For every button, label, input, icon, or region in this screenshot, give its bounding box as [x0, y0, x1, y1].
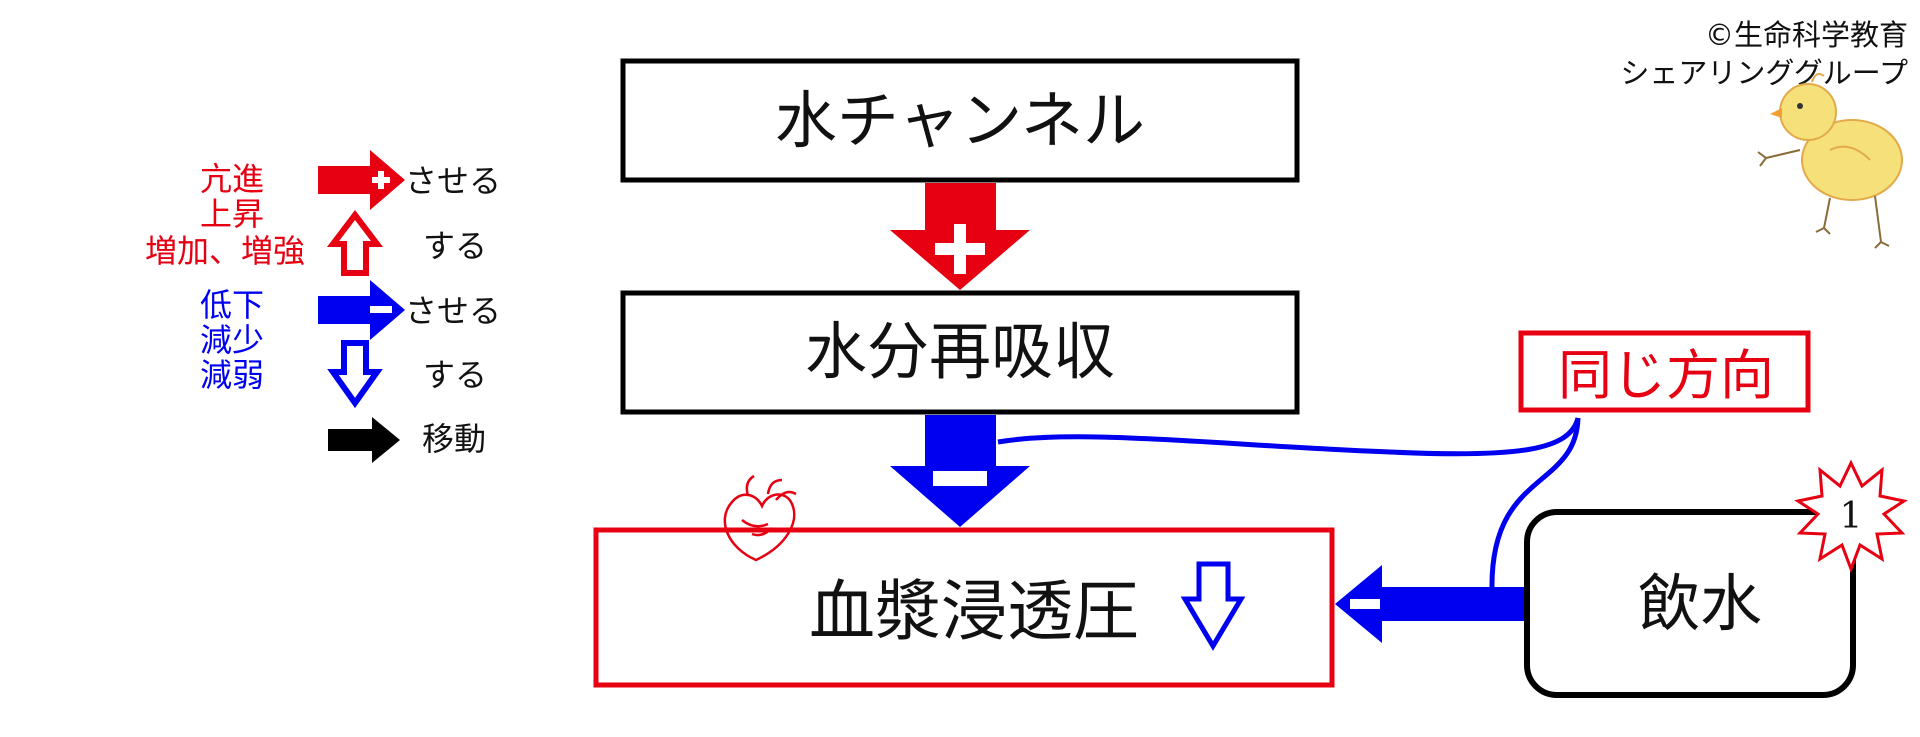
legend-move-text: 移動	[422, 420, 486, 458]
copyright-line1: ©生命科学教育	[1705, 18, 1908, 52]
same-direction-connector-bottom	[1489, 417, 1581, 591]
legend-suppress-arrow	[318, 280, 405, 340]
drinking-water-arrow	[1335, 565, 1530, 643]
copyright-line2: シェアリンググループ	[1620, 56, 1908, 90]
same-direction-label: 同じ方向	[1558, 344, 1774, 407]
badge-number: 1	[1840, 496, 1863, 537]
legend-promote-arrow-text: させる	[405, 162, 501, 200]
same-direction-connector-top	[997, 417, 1581, 457]
legend-promote-label-2: 上昇	[200, 195, 264, 233]
legend-promote-label-3: 増加、増強	[145, 232, 305, 270]
legend-move-arrow	[328, 417, 400, 463]
up-arrow-icon	[326, 210, 384, 276]
legend-down-arrow-text: する	[423, 356, 487, 394]
water-channel-box	[620, 58, 1300, 183]
legend-suppress-label-2: 減少	[200, 321, 264, 359]
plasma-osmotic-pressure-label: 血漿浸透圧	[809, 573, 1139, 650]
water-reabsorption-box	[620, 290, 1300, 415]
drinking-water-label: 飲水	[1638, 567, 1762, 640]
promote-arrow-down	[890, 183, 1030, 290]
minus-icon	[933, 471, 987, 486]
legend-suppress-label-3: 減弱	[200, 356, 264, 394]
minus-icon	[1350, 599, 1380, 609]
legend: 亢進 上昇 増加、増強 させる する 低下 減少 減弱 させる する 移動	[145, 150, 501, 463]
legend-promote-arrow	[318, 150, 405, 210]
chick-icon	[1757, 73, 1903, 249]
drinking-water-box	[1524, 509, 1856, 698]
star-burst-icon	[1794, 459, 1908, 574]
minus-icon	[370, 306, 392, 313]
down-arrow-icon	[327, 340, 383, 409]
legend-up-arrow-text: する	[423, 227, 487, 265]
down-arrow-icon	[1180, 561, 1246, 651]
same-direction-box	[1518, 330, 1811, 413]
legend-suppress-arrow-text: させる	[405, 292, 501, 330]
heart-icon	[723, 474, 797, 562]
water-channel-label: 水チャンネル	[775, 84, 1145, 157]
water-reabsorption-label: 水分再吸収	[805, 315, 1115, 388]
suppress-arrow-down	[890, 415, 1030, 527]
legend-suppress-label-1: 低下	[200, 286, 264, 324]
legend-promote-label-1: 亢進	[200, 160, 264, 198]
